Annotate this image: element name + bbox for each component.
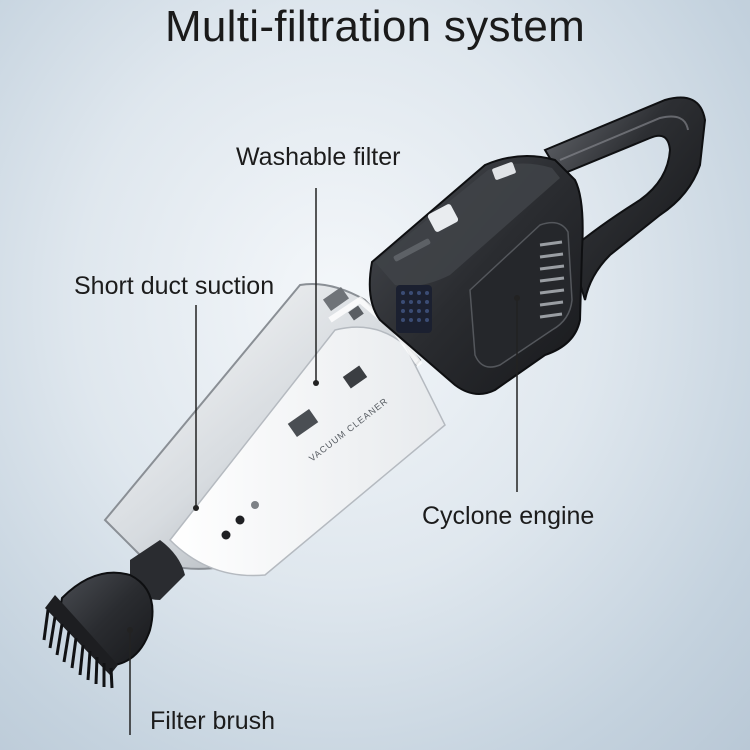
cyclone-engine-label: Cyclone engine xyxy=(422,502,595,530)
power-button xyxy=(427,204,459,232)
front-vent-grid xyxy=(396,285,432,333)
filter-shell xyxy=(168,326,446,577)
page-title: Multi-filtration system xyxy=(164,2,586,51)
side-panel xyxy=(469,221,573,368)
filter-brush-label: Filter brush xyxy=(150,707,276,735)
short-duct-suction-label: Short duct suction xyxy=(74,272,275,300)
washable-filter-label: Washable filter xyxy=(236,143,401,171)
side-grille xyxy=(539,240,565,319)
bristles xyxy=(42,609,114,689)
